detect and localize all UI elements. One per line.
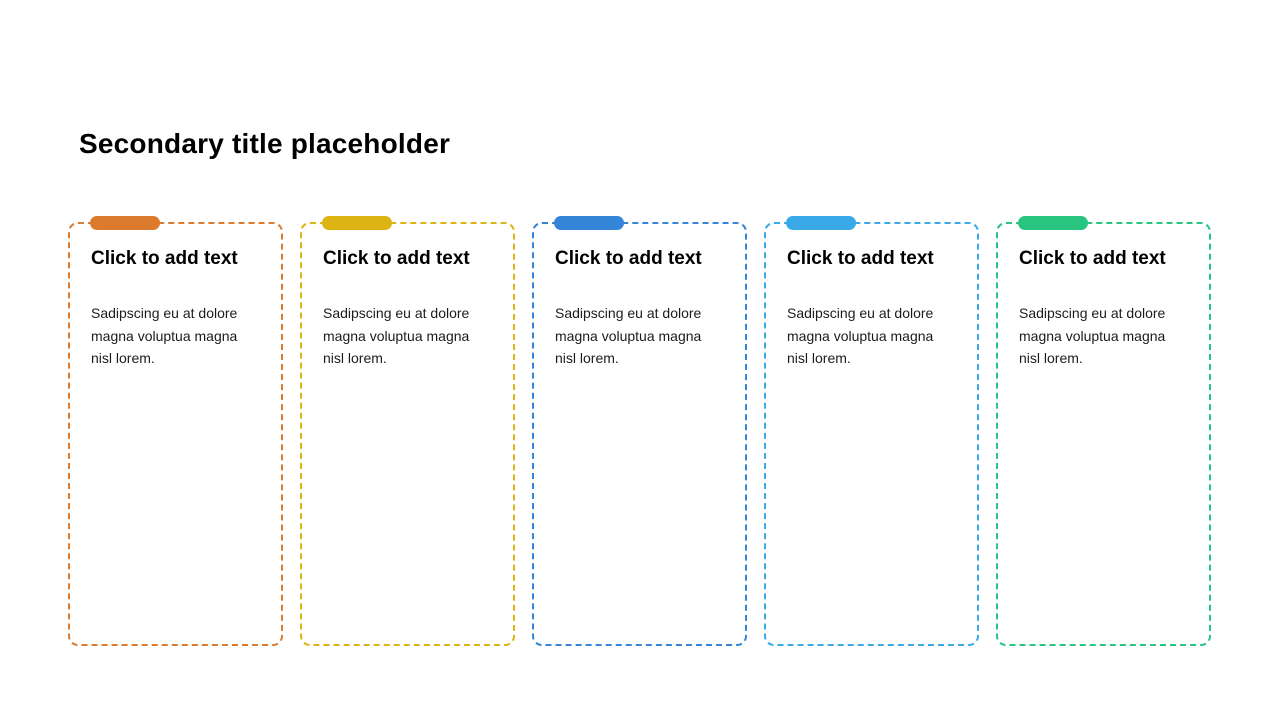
- card-body-text[interactable]: Sadipscing eu at dolore magna voluptua m…: [91, 305, 238, 366]
- card-heading[interactable]: Click to add text: [555, 248, 702, 269]
- card-accent-tab: [786, 216, 856, 230]
- card-accent-tab: [554, 216, 624, 230]
- cards-row: Click to add text Sadipscing eu at dolor…: [68, 216, 1211, 646]
- placeholder-card-3[interactable]: Click to add text Sadipscing eu at dolor…: [532, 216, 747, 646]
- card-heading[interactable]: Click to add text: [787, 248, 934, 269]
- placeholder-card-2[interactable]: Click to add text Sadipscing eu at dolor…: [300, 216, 515, 646]
- placeholder-card-5[interactable]: Click to add text Sadipscing eu at dolor…: [996, 216, 1211, 646]
- placeholder-card-4[interactable]: Click to add text Sadipscing eu at dolor…: [764, 216, 979, 646]
- card-accent-tab: [90, 216, 160, 230]
- placeholder-card-1[interactable]: Click to add text Sadipscing eu at dolor…: [68, 216, 283, 646]
- card-accent-tab: [322, 216, 392, 230]
- secondary-title-placeholder[interactable]: Secondary title placeholder: [79, 128, 451, 159]
- card-heading[interactable]: Click to add text: [323, 248, 470, 269]
- card-body-text[interactable]: Sadipscing eu at dolore magna voluptua m…: [323, 305, 470, 366]
- card-body-text[interactable]: Sadipscing eu at dolore magna voluptua m…: [555, 305, 702, 366]
- card-heading[interactable]: Click to add text: [1019, 248, 1166, 269]
- card-body-text[interactable]: Sadipscing eu at dolore magna voluptua m…: [1019, 305, 1166, 366]
- card-heading[interactable]: Click to add text: [91, 248, 238, 269]
- card-body-text[interactable]: Sadipscing eu at dolore magna voluptua m…: [787, 305, 934, 366]
- card-accent-tab: [1018, 216, 1088, 230]
